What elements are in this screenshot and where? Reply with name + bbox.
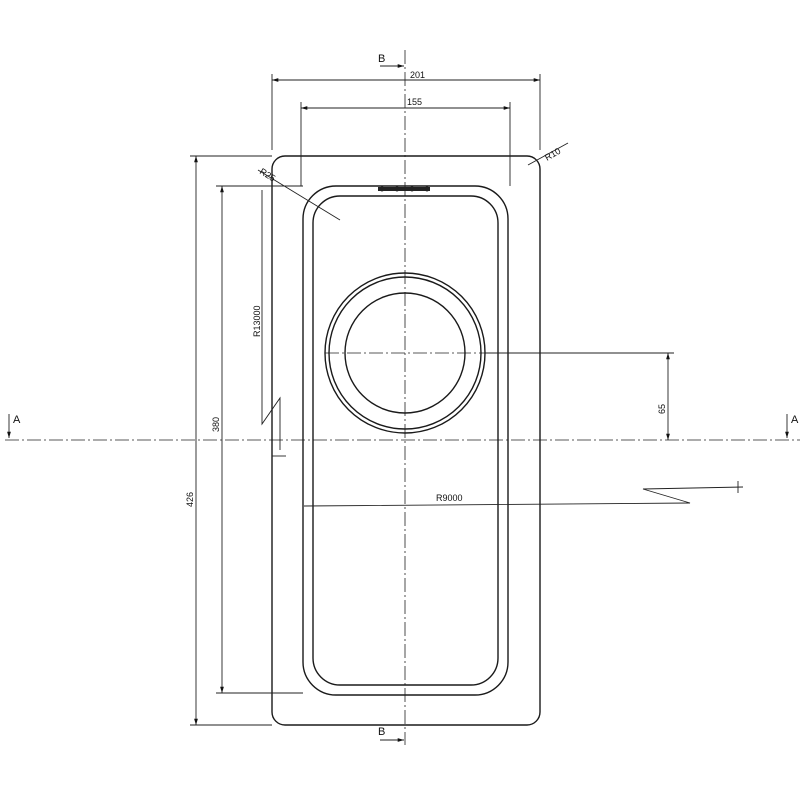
bowl-length-label: 380: [211, 417, 221, 432]
drain-offset-label: 65: [657, 404, 667, 414]
overflow-slots: [378, 186, 430, 192]
section-b-bottom-label: B: [378, 726, 385, 738]
section-b-top-marker: B: [378, 53, 404, 68]
section-b-top-label: B: [378, 53, 385, 65]
bowl-width-label: 155: [407, 97, 422, 107]
radius-outer-corner-label: R10: [543, 146, 562, 163]
radius-side-leader: R13000: [252, 190, 286, 457]
radius-side-label: R13000: [252, 305, 262, 337]
section-a-left-label: A: [13, 414, 21, 426]
drain-middle-ring: [328, 276, 482, 430]
radius-bottom-leader: R9000: [303, 481, 744, 507]
section-a-left-marker: A: [7, 414, 21, 438]
dimension-overall-length: 426: [185, 155, 272, 726]
dimension-overall-width: 201: [271, 70, 541, 150]
section-a-right-marker: A: [785, 414, 799, 438]
dimension-bowl-width: 155: [300, 97, 511, 186]
radius-bowl-corner-leader: R25: [257, 166, 341, 221]
overall-width-label: 201: [410, 70, 425, 80]
radius-bottom-label: R9000: [436, 493, 463, 503]
section-b-bottom-marker: B: [378, 726, 404, 742]
section-a-right-label: A: [791, 414, 799, 426]
bowl-outer-edge: [302, 185, 509, 696]
overall-length-label: 426: [185, 492, 195, 507]
drain-inner-ring: [344, 292, 466, 414]
radius-bowl-corner-label: R25: [258, 166, 277, 183]
bowl-inner-edge: [312, 195, 499, 686]
sink-outer-rim: [271, 155, 541, 726]
radius-outer-corner-leader: R10: [527, 142, 569, 166]
dimension-bowl-length: 380: [211, 185, 303, 694]
dimension-drain-offset: 65: [485, 352, 674, 440]
